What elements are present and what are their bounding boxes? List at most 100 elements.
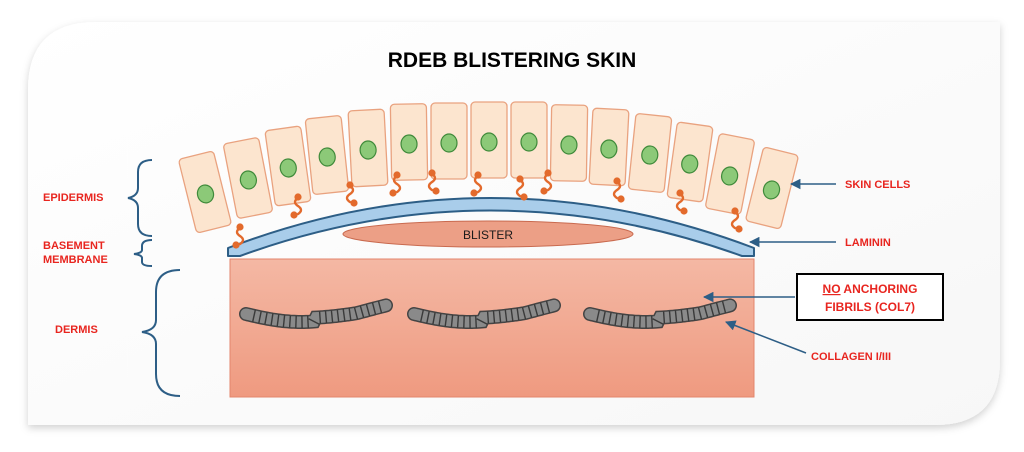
basement-membrane xyxy=(227,197,755,257)
laminin-anchor xyxy=(515,175,528,201)
fiber-segment-line xyxy=(668,310,672,323)
laminin-anchor xyxy=(232,223,245,249)
skin-cells xyxy=(178,101,799,234)
fiber-segment-line xyxy=(697,307,703,320)
skin-cell xyxy=(430,102,468,180)
fiber-segment-line xyxy=(288,315,292,328)
fibrils-label: FIBRILS (COL7) xyxy=(825,300,915,314)
cell-nucleus xyxy=(600,139,618,159)
laminin-strand xyxy=(543,172,553,192)
skin-cell xyxy=(304,115,350,195)
laminin-dot xyxy=(540,187,548,195)
laminin-dot xyxy=(346,181,354,189)
fiber-segment-line xyxy=(450,315,454,328)
collagen-fiber xyxy=(407,298,561,329)
laminin-dot xyxy=(680,207,688,215)
cell-nucleus xyxy=(560,135,578,155)
fiber-segment-line xyxy=(486,311,490,324)
fiber-segment-line xyxy=(602,311,606,324)
laminin-dot xyxy=(432,187,440,195)
cell-nucleus xyxy=(196,184,215,204)
collagen-fibers xyxy=(239,298,737,329)
fiber-segment-line xyxy=(626,315,630,328)
laminin-strand xyxy=(612,180,622,200)
laminin-anchor xyxy=(345,181,358,207)
laminin-dot xyxy=(516,175,524,183)
no-prefix: NO xyxy=(823,282,841,296)
laminin-dot xyxy=(613,177,621,185)
laminin-strand xyxy=(235,226,245,246)
fiber-segment-line xyxy=(620,314,624,327)
fiber-segment-line xyxy=(652,318,664,325)
laminin-dot xyxy=(676,189,684,197)
fiber-segment-line xyxy=(282,315,286,328)
laminin-dot xyxy=(236,223,244,231)
fiber-segment-line xyxy=(276,314,280,327)
basement-label-line1: BASEMENT xyxy=(43,240,105,252)
laminin-dot xyxy=(520,193,528,201)
laminin-anchor xyxy=(470,171,483,197)
collagen-arrow xyxy=(725,320,807,354)
cell-nucleus xyxy=(359,140,377,160)
laminin-dot xyxy=(232,241,240,249)
skin-cell xyxy=(549,104,589,182)
fiber-segment-line xyxy=(438,313,442,326)
laminin-dot xyxy=(470,189,478,197)
fiber-segment-line xyxy=(324,310,328,323)
collagen-fiber xyxy=(583,298,737,329)
laminin-dot xyxy=(290,211,298,219)
laminin-anchor xyxy=(540,169,553,195)
skin-cell xyxy=(745,146,799,230)
skin-cell xyxy=(666,121,714,203)
skin-cells-label: SKIN CELLS xyxy=(845,179,910,191)
no-anchoring-label: NO ANCHORING xyxy=(823,282,918,296)
laminin-dot xyxy=(393,171,401,179)
fiber-segment-line xyxy=(692,308,696,321)
laminin-dot xyxy=(735,225,743,233)
cell-nucleus xyxy=(681,154,699,174)
fiber-segment-line xyxy=(359,305,365,318)
fiber-segment-line xyxy=(420,309,424,322)
laminin-strand xyxy=(427,172,437,192)
fiber-segment-line xyxy=(527,305,533,318)
fiber-segment-line xyxy=(492,310,496,323)
fiber-segment-line xyxy=(336,309,340,322)
skin-cell xyxy=(510,101,548,179)
fiber-segment-line xyxy=(533,304,539,317)
fiber-segment-line xyxy=(270,313,274,326)
laminin-dot xyxy=(350,199,358,207)
fiber-segment-line xyxy=(365,304,371,317)
skin-cell xyxy=(627,113,673,193)
skin-cell xyxy=(389,103,429,181)
diagram-title: RDEB BLISTERING SKIN xyxy=(388,49,637,72)
no-anchoring-box xyxy=(796,273,944,321)
fiber-segment-line xyxy=(353,307,359,320)
laminin-dot xyxy=(294,193,302,201)
cell-nucleus xyxy=(641,145,659,165)
laminin-dot xyxy=(389,189,397,197)
laminin-strand xyxy=(675,192,685,212)
laminin-anchor xyxy=(427,169,440,195)
laminin-dot xyxy=(474,171,482,179)
fiber-segment-line xyxy=(475,315,477,328)
fiber-segment-line xyxy=(715,302,721,315)
fiber-segment-line xyxy=(504,309,508,322)
blister xyxy=(342,220,634,248)
cell-nucleus xyxy=(480,132,498,152)
fiber-segment-line xyxy=(516,308,520,321)
epidermis-label: EPIDERMIS xyxy=(43,192,104,204)
dermis-label: DERMIS xyxy=(55,324,98,336)
fiber-segment-line xyxy=(674,310,678,323)
fiber-segment-line xyxy=(307,315,309,328)
fiber-segment-line xyxy=(596,309,600,322)
fiber-segment-line xyxy=(539,302,545,315)
basement-label-line2: MEMBRANE xyxy=(43,254,108,266)
laminin-anchor xyxy=(290,193,303,219)
fiber-segment-line xyxy=(651,315,653,328)
fiber-body xyxy=(408,299,560,328)
laminin-strand xyxy=(345,184,355,204)
fiber-segment-line xyxy=(545,301,551,313)
laminin-dot xyxy=(731,207,739,215)
fiber-segment-line xyxy=(709,304,715,317)
